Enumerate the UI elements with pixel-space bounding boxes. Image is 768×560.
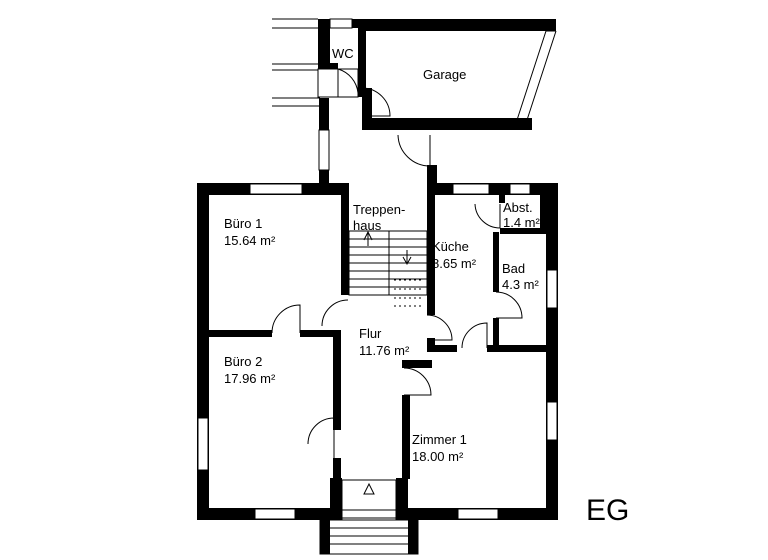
interior-walls <box>209 195 546 480</box>
floor-label: EG <box>586 494 629 527</box>
triangle-up-icon <box>363 482 375 495</box>
room-buero2-area: 17.96 m² <box>224 371 276 386</box>
room-abst-area: 1.4 m² <box>503 215 541 230</box>
stair-walls <box>319 98 437 195</box>
room-zimmer1-name: Zimmer 1 <box>412 432 467 447</box>
left-guide-lines <box>272 18 320 107</box>
room-kueche-area: 8.65 m² <box>432 256 477 271</box>
entrance <box>319 479 419 555</box>
room-kueche-name: Küche <box>432 239 469 254</box>
room-buero1-name: Büro 1 <box>224 216 262 231</box>
room-zimmer1-area: 18.00 m² <box>412 449 464 464</box>
windows <box>197 18 558 520</box>
room-bad-area: 4.3 m² <box>502 277 540 292</box>
garage-walls <box>358 19 557 130</box>
room-flur-name: Flur <box>359 326 382 341</box>
room-abst-name: Abst. <box>503 200 533 215</box>
room-buero2-name: Büro 2 <box>224 354 262 369</box>
arrow-down-icon <box>402 250 412 266</box>
staircase <box>348 230 428 307</box>
doors <box>271 68 523 458</box>
room-bad-name: Bad <box>502 261 525 276</box>
room-treppenhaus-name-1: Treppen- <box>353 202 405 217</box>
room-wc-name: WC <box>332 46 354 61</box>
room-treppenhaus-name-2: haus <box>353 218 382 233</box>
room-garage-name: Garage <box>423 67 466 82</box>
room-buero1-area: 15.64 m² <box>224 233 276 248</box>
room-flur-area: 11.76 m² <box>359 343 410 358</box>
arrow-up-icon <box>363 230 373 246</box>
